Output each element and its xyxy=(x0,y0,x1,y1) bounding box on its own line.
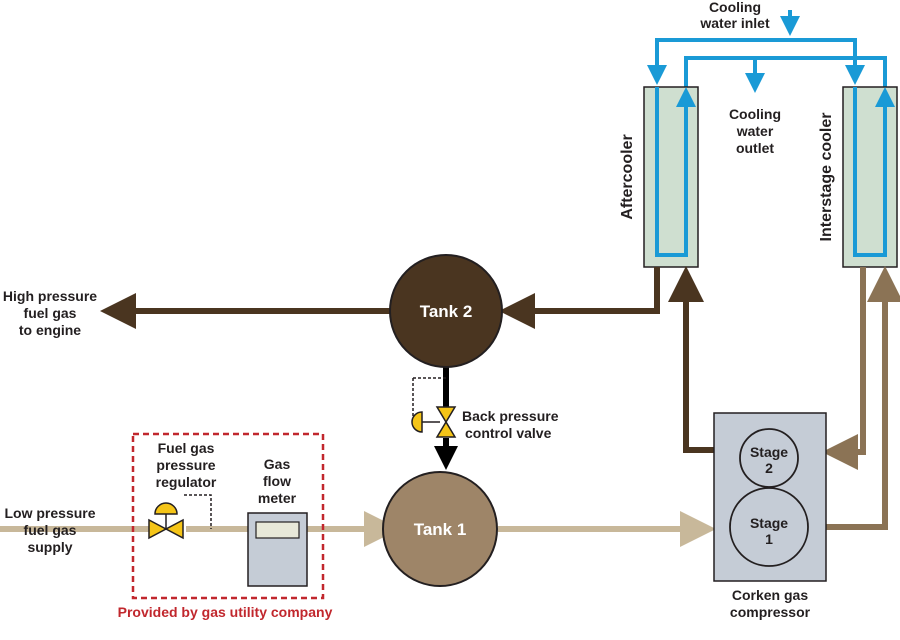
stage1-label-1: Stage xyxy=(750,515,788,531)
interstage-coil xyxy=(853,87,887,257)
inlet-to-interstage xyxy=(790,38,865,85)
back-pressure-label-2: control valve xyxy=(465,425,552,441)
interstage-cooler-label: Interstage cooler xyxy=(818,113,835,242)
low-pressure-label-2: fuel gas xyxy=(24,522,77,538)
utility-label: Provided by gas utility company xyxy=(118,604,333,620)
inlet-to-aftercooler xyxy=(647,38,790,85)
tank-1: Tank 1 xyxy=(382,471,498,587)
stage2-label-1: Stage xyxy=(750,444,788,460)
gas-flow-meter xyxy=(247,512,308,587)
cooling-outlet-label-1: Cooling xyxy=(729,106,781,122)
cooling-inlet-label-1: Cooling xyxy=(709,0,761,15)
regulator-label-1: Fuel gas xyxy=(158,440,215,456)
tank1-label: Tank 1 xyxy=(414,520,467,539)
aftercooler-label: Aftercooler xyxy=(619,134,636,219)
back-pressure-valve xyxy=(411,377,457,438)
meter-label-2: flow xyxy=(263,473,291,489)
pressure-regulator xyxy=(148,494,212,540)
stage1-to-interstage xyxy=(826,266,900,530)
high-pressure-label-3: to engine xyxy=(19,322,81,338)
compressor-label-1: Corken gas xyxy=(732,587,808,603)
bpv-actuator xyxy=(411,411,423,433)
aftercooler xyxy=(643,86,699,268)
interstage-cooler xyxy=(842,86,898,268)
outlet-loop xyxy=(684,56,887,100)
compressor-to-aftercooler xyxy=(668,266,714,453)
utility-boundary xyxy=(131,432,325,600)
aftercooler-to-tank2 xyxy=(499,267,660,329)
bpv-body xyxy=(435,406,457,438)
stage1-circle xyxy=(729,487,809,567)
cooling-inlet-label-2: water inlet xyxy=(699,15,770,31)
meter-label-3: meter xyxy=(258,490,297,506)
stage2-circle xyxy=(739,428,799,488)
high-pressure-label-1: High pressure xyxy=(3,288,97,304)
tank-2: Tank 2 xyxy=(389,254,503,368)
regulator-label-2: pressure xyxy=(156,457,215,473)
regulator-sense-line xyxy=(184,494,212,529)
corken-compressor: Stage 2 Stage 1 xyxy=(713,412,827,582)
stage2-label-2: 2 xyxy=(765,460,773,476)
cooling-outlet-label-3: outlet xyxy=(736,140,774,156)
interstage-to-stage2 xyxy=(822,267,866,470)
aftercooler-coil xyxy=(655,87,688,257)
low-pressure-label-3: supply xyxy=(27,539,72,555)
meter-display xyxy=(255,521,300,539)
low-pressure-label-1: Low pressure xyxy=(4,505,95,521)
regulator-label-3: regulator xyxy=(156,474,217,490)
back-pressure-label-1: Back pressure xyxy=(462,408,559,424)
high-pressure-label-2: fuel gas xyxy=(24,305,77,321)
compressor-label-2: compressor xyxy=(730,604,811,620)
meter-label-1: Gas xyxy=(264,456,291,472)
regulator-actuator xyxy=(154,502,178,515)
cooling-outlet-label-2: water xyxy=(736,123,774,139)
cooling-water-piping xyxy=(647,38,887,100)
stage1-label-2: 1 xyxy=(765,531,773,547)
tank2-label: Tank 2 xyxy=(420,302,473,321)
